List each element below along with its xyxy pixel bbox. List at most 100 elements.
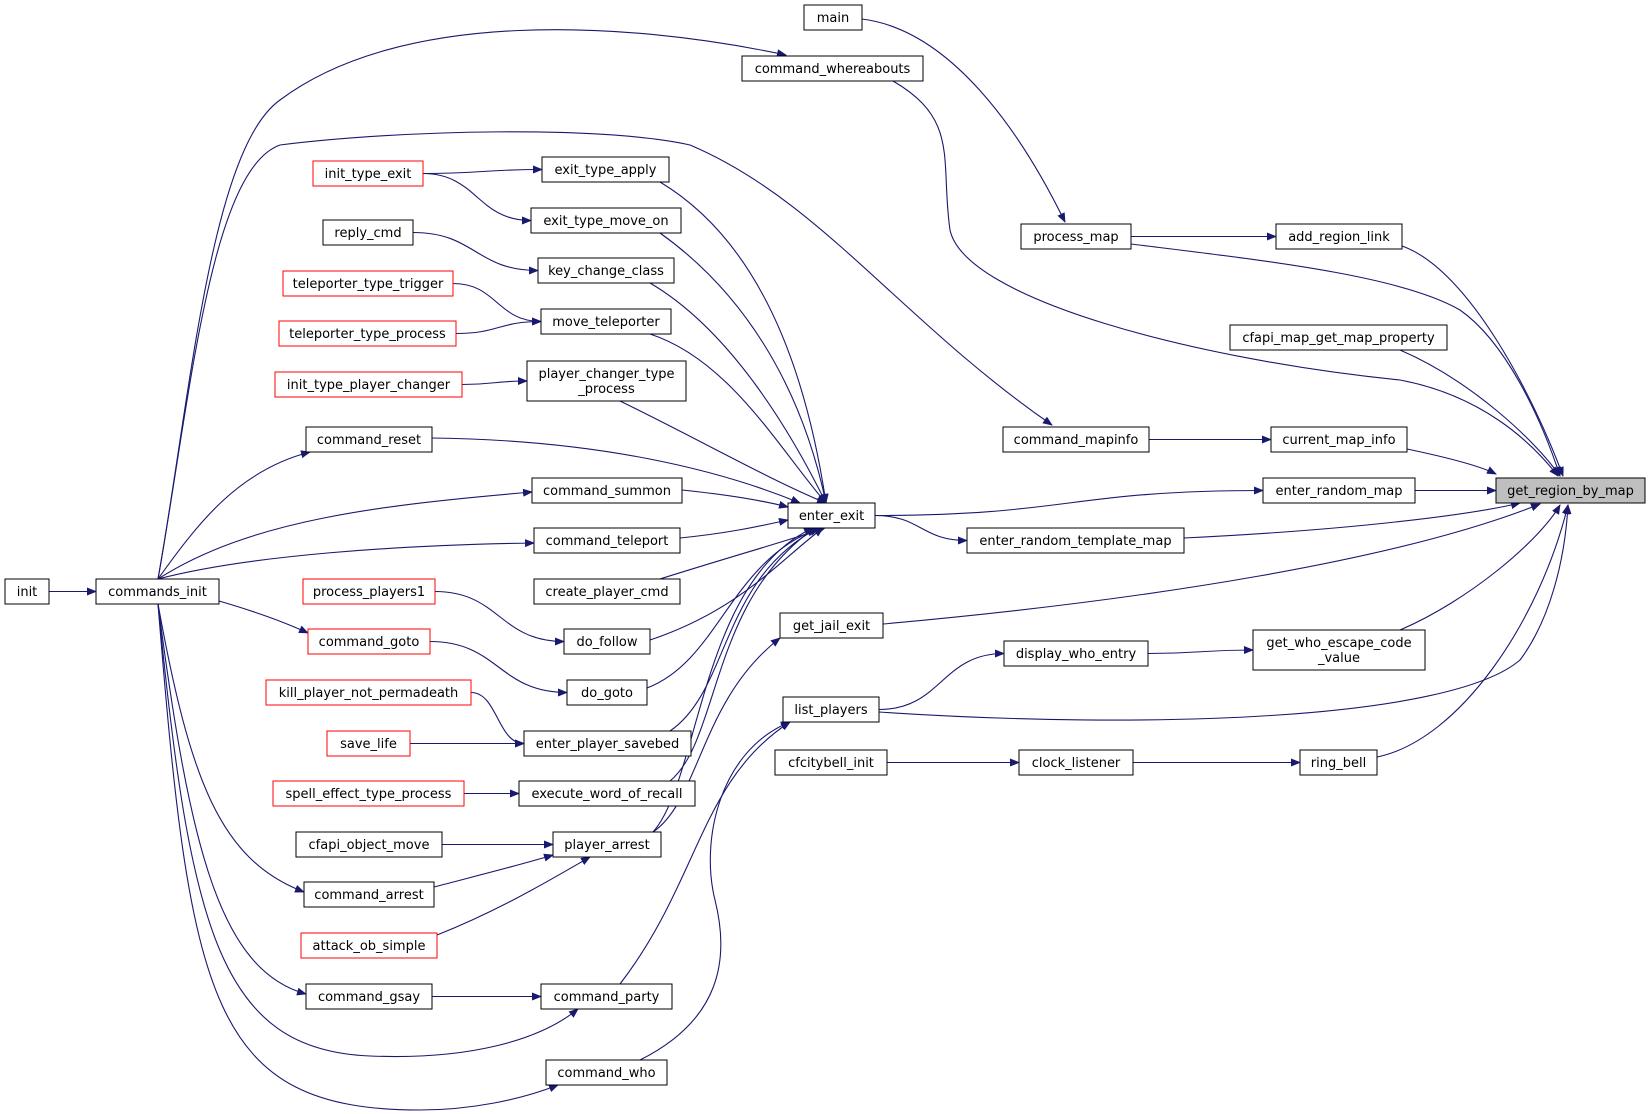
node-command-gsay[interactable]: command_gsay	[305, 983, 433, 1010]
node-label: cfapi_object_move	[309, 838, 430, 853]
node-commands-init[interactable]: commands_init	[95, 578, 220, 605]
node-box	[531, 477, 683, 504]
node-command-party[interactable]: command_party	[540, 983, 673, 1010]
node-label: init_type_exit	[325, 167, 412, 182]
node-clock-listener[interactable]: clock_listener	[1018, 749, 1134, 776]
node-box	[305, 983, 433, 1010]
node-box	[803, 4, 863, 31]
edge-list_players-to-get_region_by_map	[878, 504, 1572, 721]
node-command-whereabouts[interactable]: command_whereabouts	[741, 55, 924, 82]
edge-command_goto-to-do_goto	[429, 640, 568, 697]
edge-create_player_cmd-to-enter_exit	[659, 527, 826, 580]
node-label: list_players	[794, 703, 867, 718]
node-box	[774, 749, 888, 776]
node-kill-player-not-permadeath[interactable]: kill_player_not_permadeath	[265, 679, 472, 706]
node-label: enter_random_template_map	[979, 534, 1171, 549]
node-box	[303, 881, 435, 908]
node-cfapi-map-get-map-property[interactable]: cfapi_map_get_map_property	[1229, 324, 1448, 351]
node-command-who[interactable]: command_who	[545, 1059, 668, 1086]
node-label: command_mapinfo	[1014, 433, 1139, 448]
edge-commands_init-to-command_mapinfo	[157, 131, 1053, 580]
node-label: init_type_player_changer	[287, 378, 451, 393]
edge-init_type_exit-to-exit_type_move_on	[422, 172, 532, 225]
edge-enter_exit-to-enter_random_template_map	[874, 514, 968, 545]
node-current-map-info[interactable]: current_map_info	[1270, 426, 1408, 453]
node-save-life[interactable]: save_life	[326, 730, 411, 757]
node-box	[1003, 640, 1149, 667]
edge-list_players-to-display_who_entry	[878, 649, 1005, 711]
node-init[interactable]: init	[4, 578, 50, 605]
node-label: do_follow	[576, 635, 637, 650]
node-cfapi-object-move[interactable]: cfapi_object_move	[295, 831, 443, 858]
node-enter-player-savebed[interactable]: enter_player_savebed	[523, 730, 692, 757]
node-spell-effect-type-process[interactable]: spell_effect_type_process	[272, 780, 465, 807]
edge-commands_init-to-command_teleport	[157, 539, 535, 580]
node-init-type-exit[interactable]: init_type_exit	[312, 160, 424, 187]
edge-cfapi_map_get_map_property-to-get_region_by_map	[1399, 349, 1561, 477]
node-get-region-by-map[interactable]: get_region_by_map	[1495, 477, 1646, 504]
node-player-arrest[interactable]: player_arrest	[552, 831, 662, 858]
node-create-player-cmd[interactable]: create_player_cmd	[533, 578, 681, 605]
edge-commands_init-to-command_gsay	[157, 603, 307, 996]
node-command-goto[interactable]: command_goto	[307, 628, 431, 655]
edge-commands_init-to-command_party	[157, 603, 579, 1058]
node-box	[779, 612, 884, 639]
node-label: create_player_cmd	[545, 585, 668, 600]
node-label: command_goto	[319, 635, 420, 650]
node-command-mapinfo[interactable]: command_mapinfo	[1002, 426, 1150, 453]
node-init-type-player-changer[interactable]: init_type_player_changer	[274, 371, 463, 398]
node-label: command_arrest	[314, 888, 423, 903]
node-ring-bell[interactable]: ring_bell	[1299, 749, 1378, 776]
node-command-summon[interactable]: command_summon	[531, 477, 683, 504]
node-label: display_who_entry	[1016, 647, 1137, 662]
node-label: kill_player_not_permadeath	[279, 686, 459, 701]
edges-layer	[49, 18, 1572, 1111]
node-label: command_teleport	[546, 534, 669, 549]
node-display-who-entry[interactable]: display_who_entry	[1003, 640, 1149, 667]
node-execute-word-of-recall[interactable]: execute_word_of_recall	[518, 780, 696, 807]
edge-reply_cmd-to-key_change_class	[412, 231, 539, 275]
node-reply-cmd[interactable]: reply_cmd	[322, 219, 414, 246]
node-move-teleporter[interactable]: move_teleporter	[540, 308, 672, 335]
node-enter-random-map[interactable]: enter_random_map	[1262, 477, 1416, 504]
node-command-reset[interactable]: command_reset	[305, 426, 433, 453]
node-teleporter-type-trigger[interactable]: teleporter_type_trigger	[282, 270, 454, 297]
edge-init_type_exit-to-exit_type_apply	[422, 165, 543, 175]
node-process-map[interactable]: process_map	[1020, 223, 1132, 250]
node-box	[295, 831, 443, 858]
node-box	[312, 160, 424, 187]
node-player-changer-type-process[interactable]: player_changer_type_process	[526, 360, 687, 402]
node-main[interactable]: main	[803, 4, 863, 31]
node-box	[1252, 629, 1426, 671]
node-label: do_goto	[581, 686, 633, 701]
node-label: command_summon	[543, 484, 671, 499]
edge-commands_init-to-command_goto	[218, 600, 309, 634]
node-label: main	[817, 11, 849, 26]
node-do-goto[interactable]: do_goto	[566, 679, 648, 706]
node-exit-type-apply[interactable]: exit_type_apply	[541, 156, 670, 183]
node-do-follow[interactable]: do_follow	[563, 628, 651, 655]
node-label: get_who_escape_code_value	[1266, 636, 1411, 666]
node-command-teleport[interactable]: command_teleport	[533, 527, 681, 554]
edge-command_arrest-to-player_arrest	[433, 853, 554, 888]
node-key-change-class[interactable]: key_change_class	[537, 257, 675, 284]
node-add-region-link[interactable]: add_region_link	[1275, 223, 1403, 250]
node-label: cfapi_map_get_map_property	[1242, 331, 1435, 346]
node-label: enter_random_map	[1276, 484, 1403, 499]
node-enter-exit[interactable]: enter_exit	[787, 502, 876, 529]
edge-add_region_link-to-get_region_by_map	[1401, 245, 1564, 477]
node-list-players[interactable]: list_players	[782, 696, 880, 723]
edge-move_teleporter-to-enter_exit	[649, 333, 827, 504]
node-get-who-escape-code-value[interactable]: get_who_escape_code_value	[1252, 629, 1426, 671]
node-cfcitybell-init[interactable]: cfcitybell_init	[774, 749, 888, 776]
node-box	[563, 628, 651, 655]
node-box	[302, 578, 436, 605]
node-command-arrest[interactable]: command_arrest	[303, 881, 435, 908]
node-get-jail-exit[interactable]: get_jail_exit	[779, 612, 884, 639]
node-teleporter-type-process[interactable]: teleporter_type_process	[278, 320, 457, 347]
node-exit-type-move-on[interactable]: exit_type_move_on	[530, 207, 682, 234]
edge-enter_exit-to-enter_random_map	[874, 486, 1264, 517]
node-enter-random-template-map[interactable]: enter_random_template_map	[966, 527, 1185, 554]
node-process-players1[interactable]: process_players1	[302, 578, 436, 605]
node-attack-ob-simple[interactable]: attack_ob_simple	[300, 932, 438, 959]
